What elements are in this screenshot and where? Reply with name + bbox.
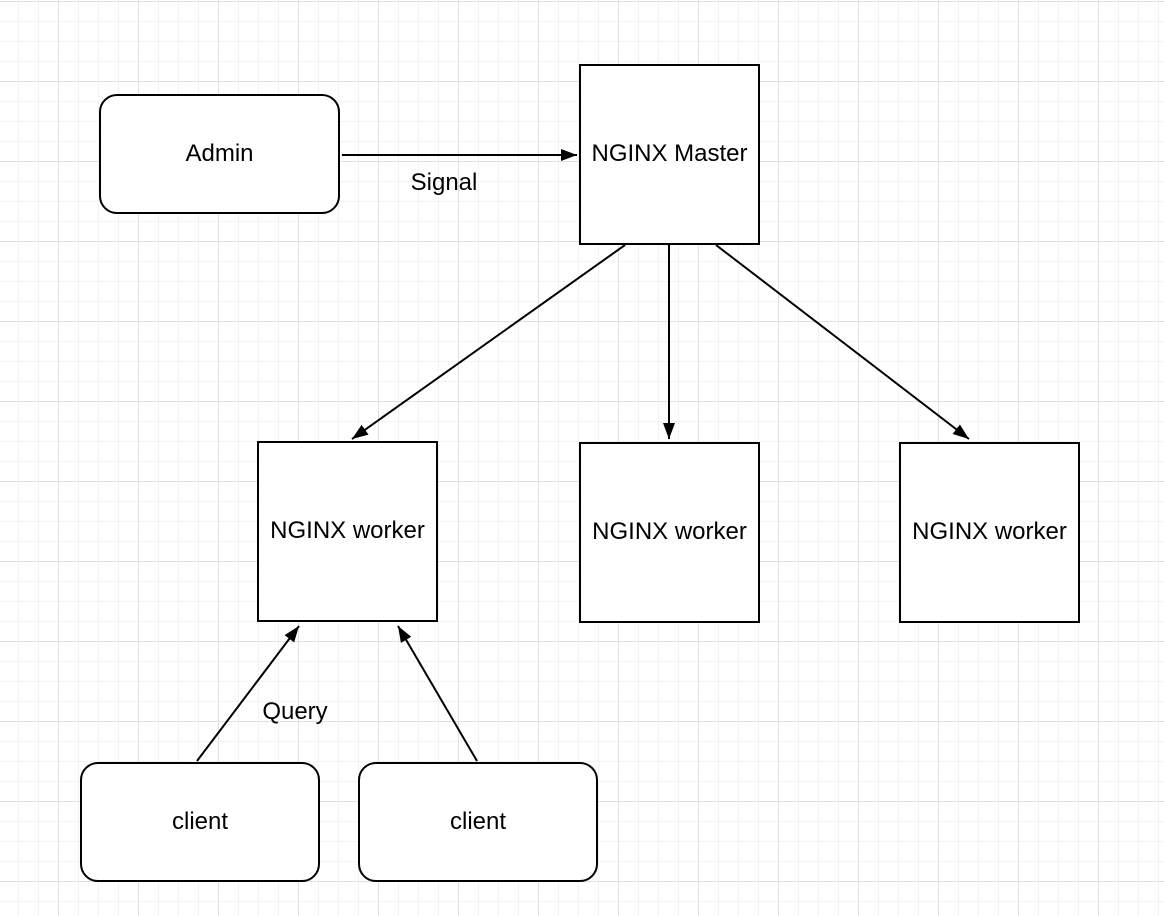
node-nginx-worker-1[interactable]: NGINX worker bbox=[257, 441, 438, 622]
node-admin-label: Admin bbox=[185, 139, 254, 167]
node-nginx-master[interactable]: NGINX Master bbox=[579, 64, 760, 245]
node-nginx-worker-2[interactable]: NGINX worker bbox=[579, 442, 760, 623]
node-admin[interactable]: Admin bbox=[99, 94, 340, 214]
node-client-2[interactable]: client bbox=[358, 762, 598, 882]
node-nginx-worker-1-label: NGINX worker bbox=[270, 517, 425, 545]
edge-label-query[interactable]: Query bbox=[262, 698, 328, 725]
node-client-1[interactable]: client bbox=[80, 762, 320, 882]
node-nginx-worker-3-label: NGINX worker bbox=[912, 518, 1067, 546]
edge-label-signal[interactable]: Signal bbox=[410, 169, 478, 196]
node-client-2-label: client bbox=[449, 807, 507, 835]
node-nginx-worker-3[interactable]: NGINX worker bbox=[899, 442, 1080, 623]
edge-client2-to-worker1[interactable] bbox=[397, 625, 478, 762]
node-nginx-master-label: NGINX Master bbox=[591, 140, 748, 168]
node-nginx-worker-2-label: NGINX worker bbox=[592, 518, 747, 546]
edge-master-to-worker1[interactable] bbox=[351, 244, 626, 440]
node-client-1-label: client bbox=[171, 807, 229, 835]
edge-master-to-worker3[interactable] bbox=[715, 244, 970, 440]
edge-query-client1-to-worker1[interactable] bbox=[196, 625, 300, 762]
